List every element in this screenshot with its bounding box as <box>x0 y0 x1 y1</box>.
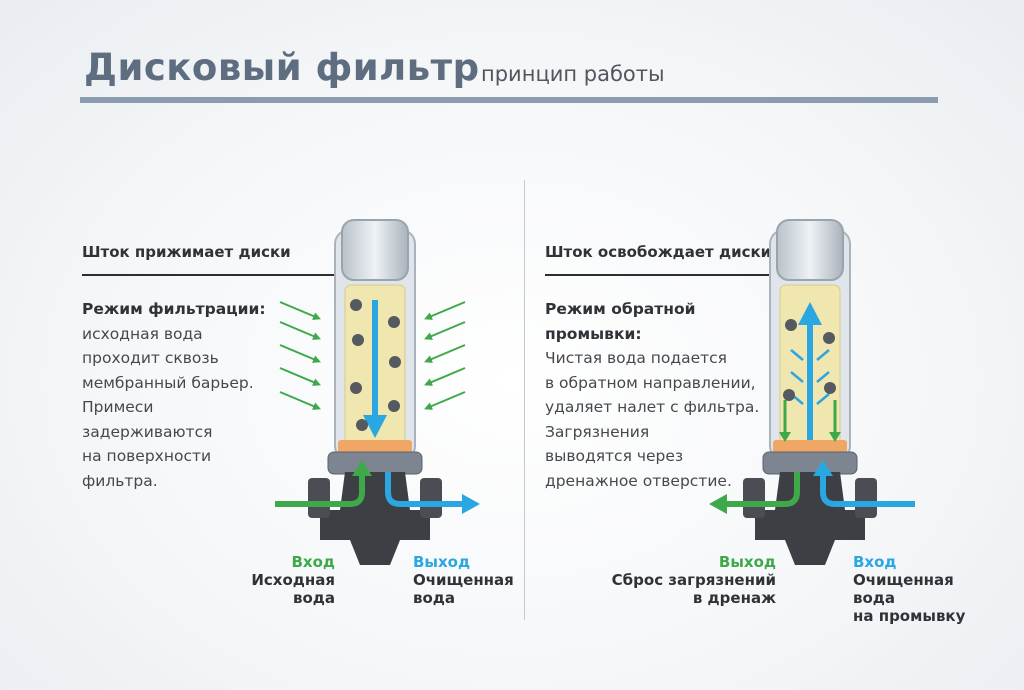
inlet-flow-arrow <box>275 472 365 507</box>
clamp-ring <box>327 451 423 475</box>
left-heading-line <box>82 274 344 276</box>
right-outlet-title: Выход <box>718 553 776 571</box>
right-mode-text: Чистая вода подается в обратном направле… <box>545 349 760 490</box>
outlet-flow-arrowhead <box>462 494 480 514</box>
flow-up-arrowhead <box>798 302 822 325</box>
filter-diagram-backwash <box>709 219 915 565</box>
panel-divider <box>524 180 525 620</box>
right-inlet-text: Очищенная вода на промывку <box>853 571 966 625</box>
dirt-flow-arrows <box>783 400 837 435</box>
left-description: Режим фильтрации: исходная вода проходит … <box>82 297 312 493</box>
clamp-ring <box>762 451 858 475</box>
right-outlet-text: Сброс загрязнений в дренаж <box>611 571 776 607</box>
right-mode-title: Режим обратной промывки: <box>545 300 696 343</box>
right-description: Режим обратной промывки: Чистая вода пода… <box>545 297 775 493</box>
filter-diagram-filtration <box>275 219 480 565</box>
orange-ring <box>773 440 847 454</box>
valve-body <box>320 472 430 565</box>
particles <box>783 319 836 401</box>
page-title: Дисковый фильтр <box>84 46 480 89</box>
inlet-port <box>855 478 877 518</box>
left-outlet-title: Выход <box>413 553 471 571</box>
drain-flow-arrow <box>725 472 800 507</box>
inlet-port <box>308 478 330 518</box>
inlet-flow-arrowhead <box>352 460 372 476</box>
inflow-arrows-right <box>424 301 466 410</box>
right-heading: Шток освобождает диски <box>545 243 772 261</box>
backwash-inlet-arrow <box>820 472 915 507</box>
left-inlet-text: Исходная вода <box>251 571 335 607</box>
backwash-inlet-arrowhead <box>813 460 833 476</box>
drain-port <box>743 478 765 518</box>
valve-body <box>755 472 865 565</box>
left-inlet-title: Вход <box>291 553 335 571</box>
left-outlet-text: Очищенная вода <box>413 571 514 607</box>
left-mode-text: исходная вода проходит сквозь мембранный… <box>82 324 254 490</box>
page-subtitle: принцип работы <box>481 62 665 86</box>
dirt-arrowhead-left <box>779 432 791 442</box>
title-underline <box>80 97 938 103</box>
left-heading: Шток прижимает диски <box>82 243 291 261</box>
right-inlet-title: Вход <box>853 553 897 571</box>
right-heading-line <box>545 274 785 276</box>
backwash-spray <box>790 349 830 405</box>
outlet-port <box>420 478 442 518</box>
flow-down-arrowhead <box>363 415 387 438</box>
housing-cap <box>341 219 409 281</box>
orange-ring <box>338 440 412 454</box>
dirt-arrowhead-right <box>829 432 841 442</box>
left-mode-title: Режим фильтрации: <box>82 300 266 318</box>
inflow-arrows-left <box>279 301 321 410</box>
housing-cap <box>776 219 844 281</box>
drain-flow-arrowhead <box>709 494 727 514</box>
particles <box>350 299 401 431</box>
outlet-flow-arrow <box>385 472 465 507</box>
